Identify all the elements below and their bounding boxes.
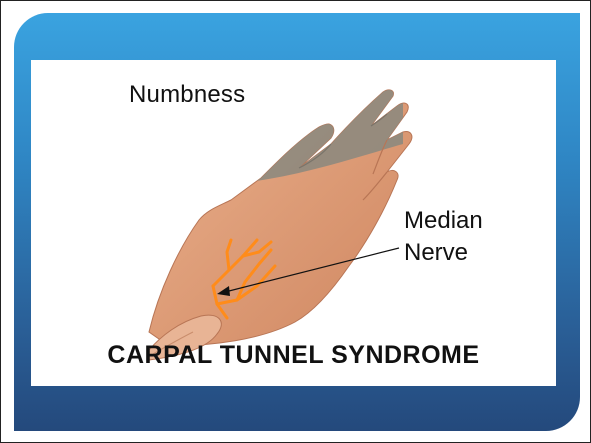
median-nerve-label-line1: Median [404, 205, 483, 237]
diagram-title: CARPAL TUNNEL SYNDROME [31, 341, 556, 370]
median-nerve-label: Median Nerve [404, 205, 483, 269]
median-nerve-label-line2: Nerve [404, 237, 483, 269]
numbness-label: Numbness [129, 81, 245, 109]
diagram-card: Numbness Median Nerve CARPAL TUNNEL SYND… [31, 60, 556, 386]
